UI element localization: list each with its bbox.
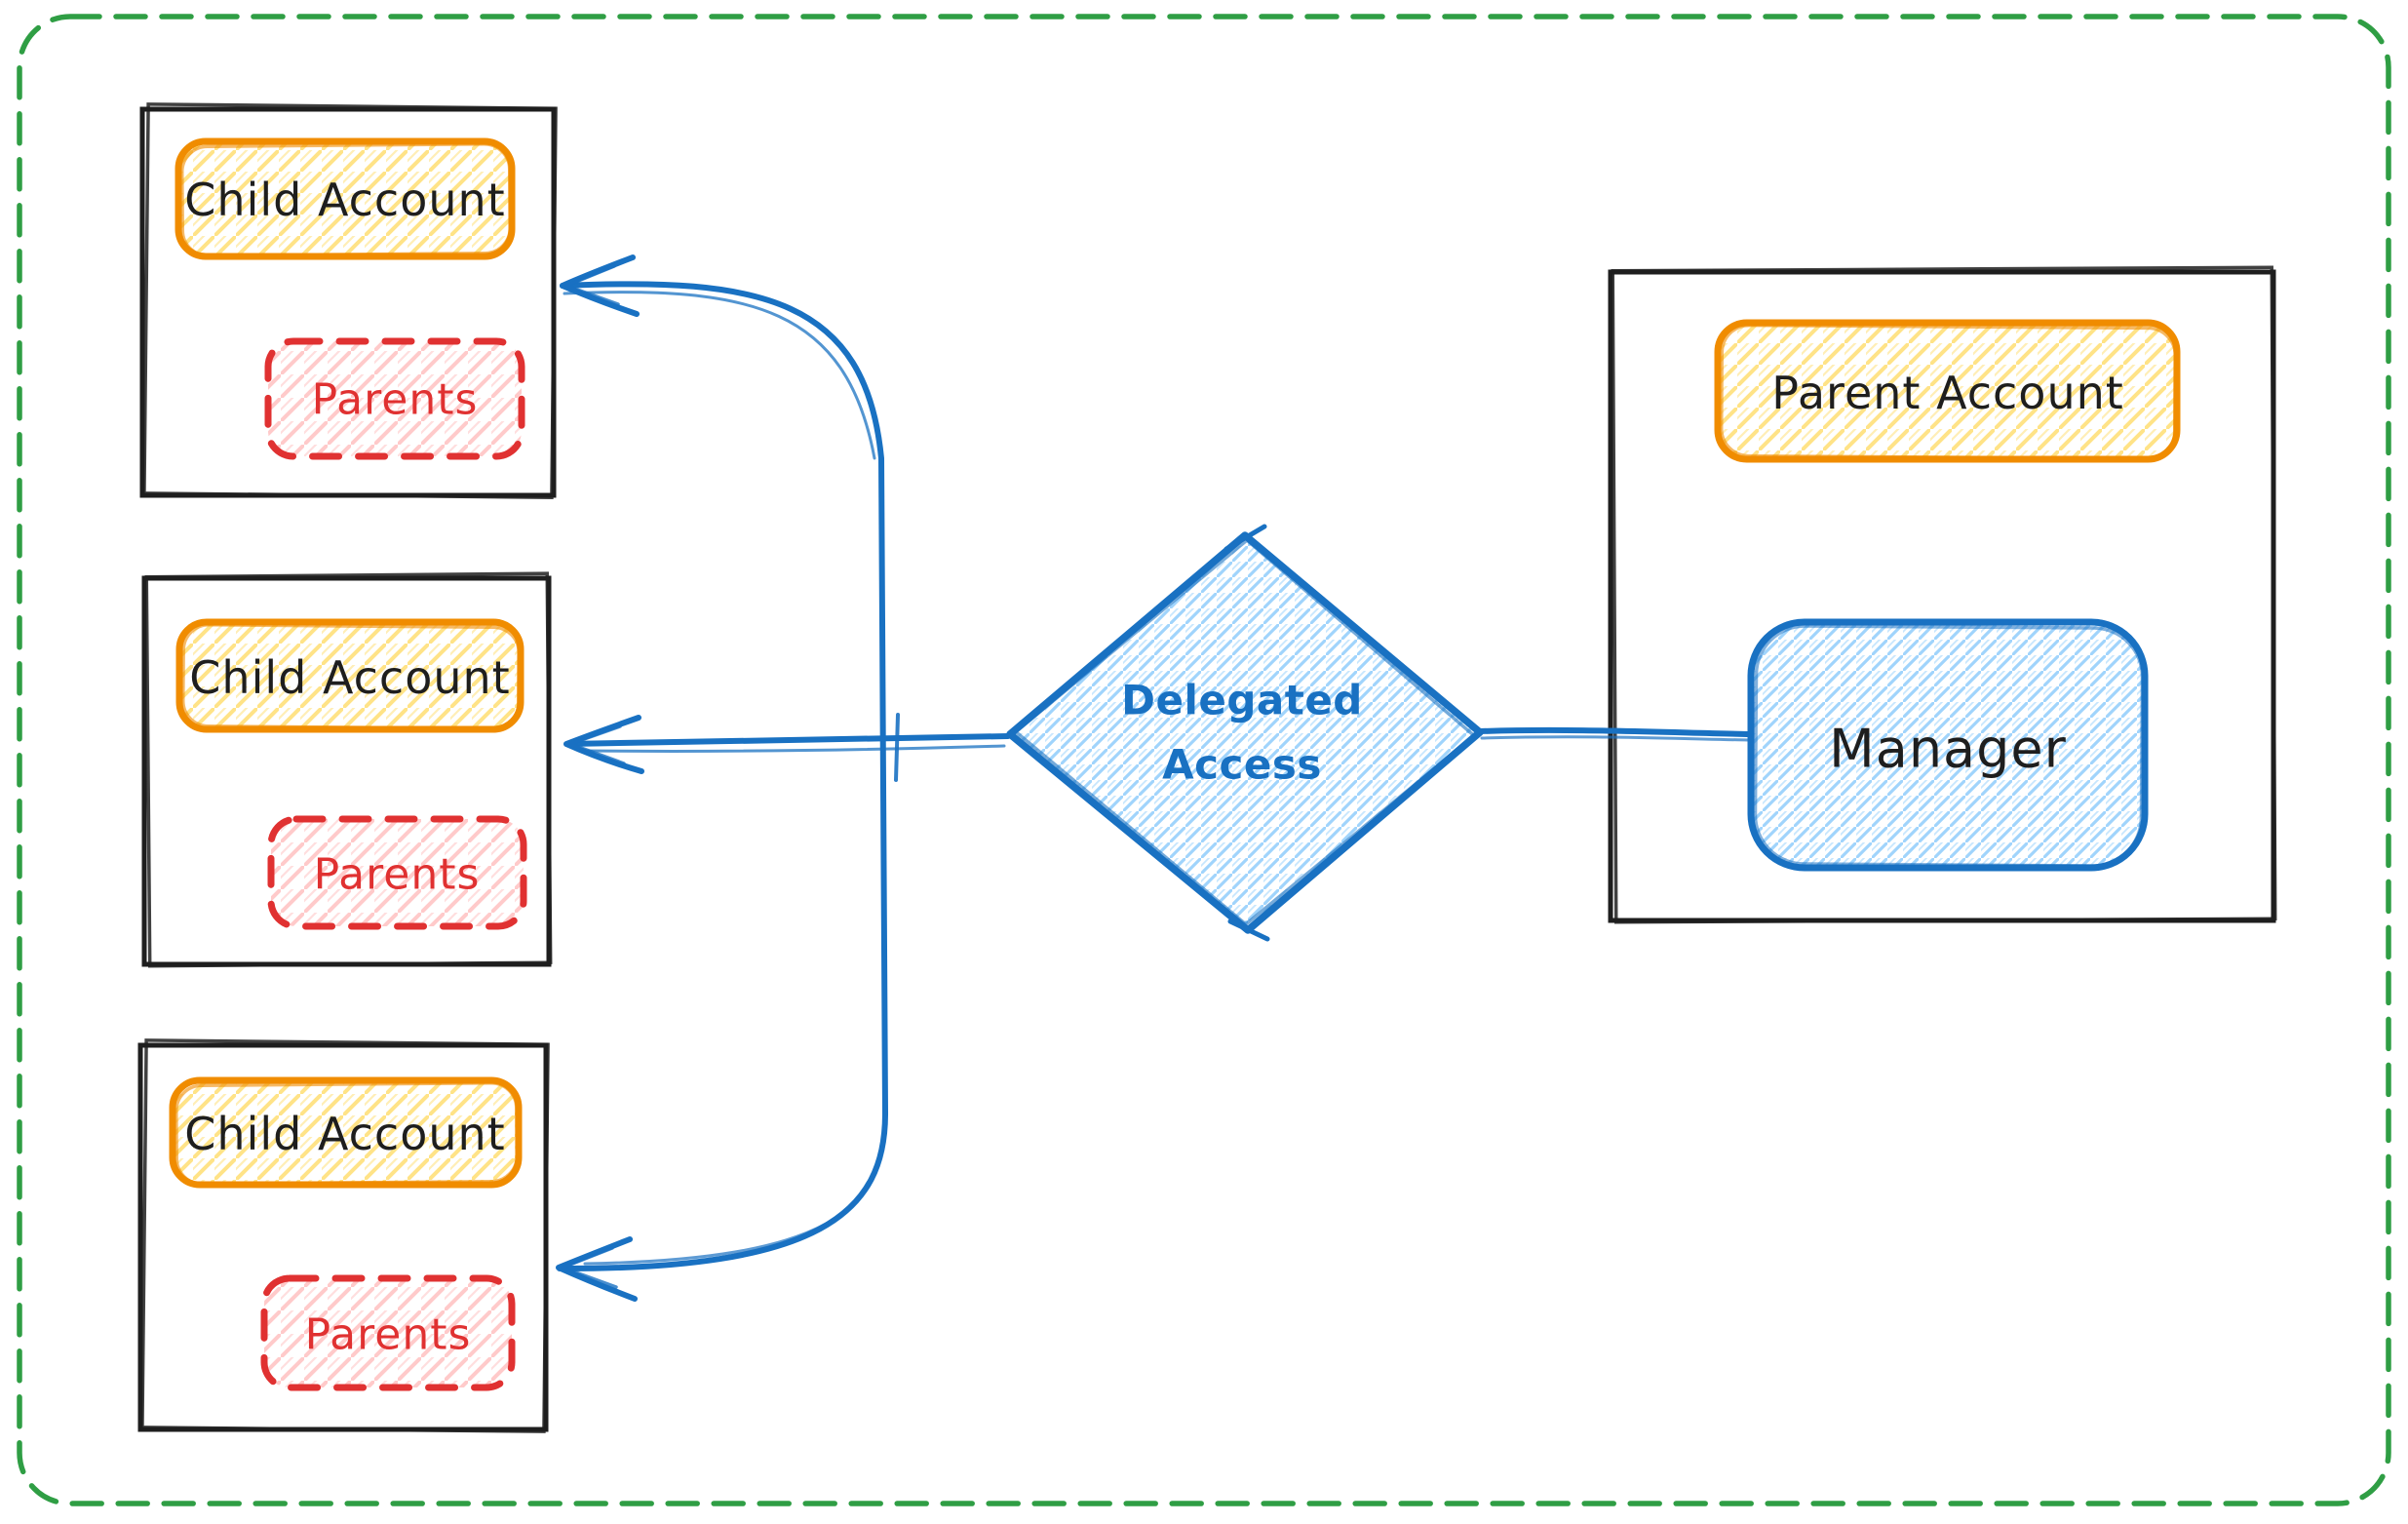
arrowhead-child-3 <box>556 1236 638 1302</box>
arrowhead-child-2 <box>563 715 644 774</box>
parents-tag-3: Parents <box>305 1310 472 1360</box>
manager-label: Manager <box>1829 719 2067 780</box>
child-account-title-1: Child Account <box>184 174 505 226</box>
delegated-access-diamond <box>1006 524 1484 942</box>
delegated-access-label-line1: Delegated <box>1121 677 1363 724</box>
child-account-box-1: Child Account Parents <box>139 102 558 499</box>
canvas-border <box>17 14 2391 1506</box>
arrow-to-child-2 <box>563 715 1011 774</box>
delegated-access-label-line2: Access <box>1162 741 1322 789</box>
child-account-box-3: Child Account Parents <box>137 1038 550 1433</box>
arrow-to-child-1-and-3 <box>556 254 900 1302</box>
parents-tag-2: Parents <box>314 850 481 900</box>
parent-account-title: Parent Account <box>1771 367 2124 419</box>
child-account-title-3: Child Account <box>184 1108 505 1160</box>
manager-to-diamond-line <box>1477 726 1754 742</box>
parents-tag-1: Parents <box>312 375 479 425</box>
child-account-title-2: Child Account <box>189 651 510 704</box>
child-account-box-2: Child Account Parents <box>141 571 553 968</box>
manager-node <box>1747 618 2149 872</box>
parent-account-box: Parent Account Manager <box>1608 265 2277 924</box>
